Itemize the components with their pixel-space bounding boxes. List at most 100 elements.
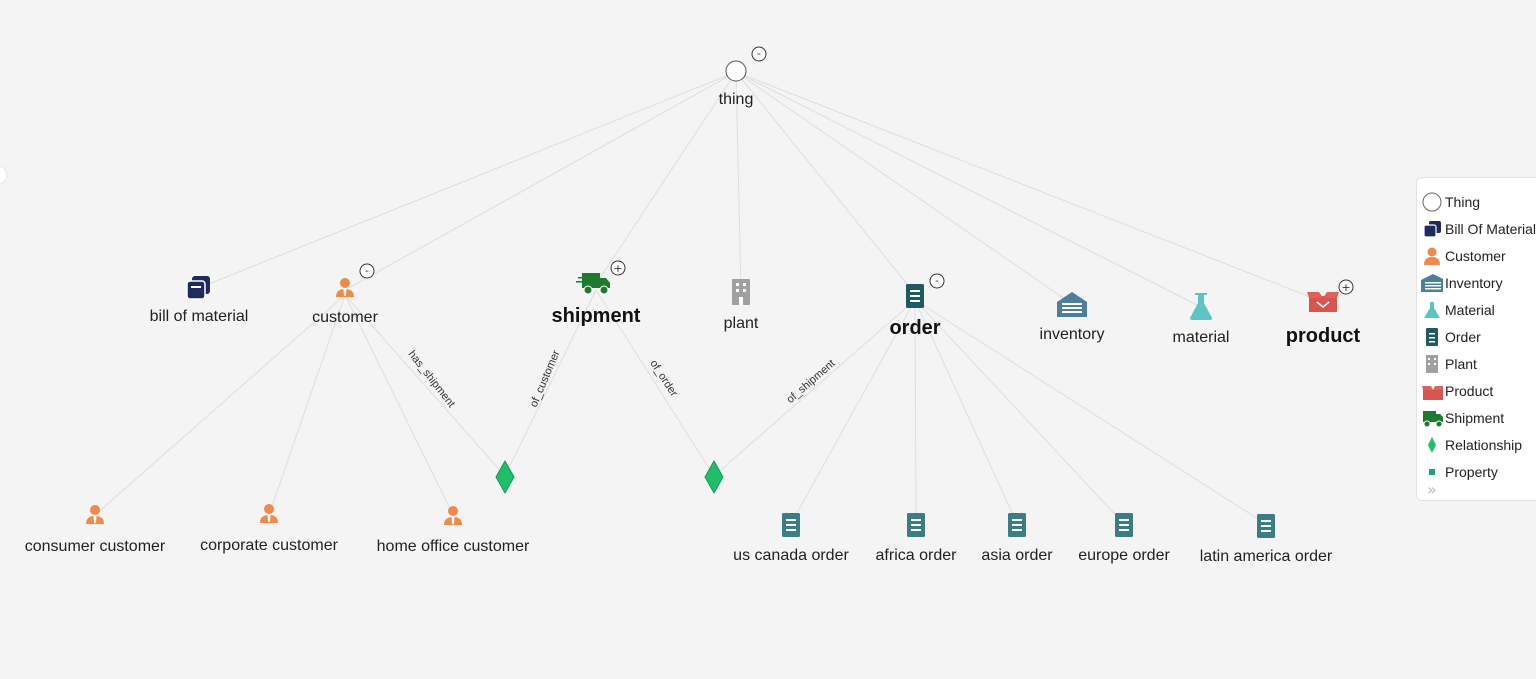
customer-icon (260, 504, 278, 523)
node-inventory[interactable]: inventory (1040, 292, 1105, 343)
order-icon (1008, 513, 1026, 537)
legend-item-customer[interactable]: Customer (1417, 242, 1536, 269)
customer-icon (86, 505, 104, 524)
edge-of-shipment (713, 299, 916, 477)
node-label-order: order (889, 317, 940, 339)
property-square-icon (1421, 461, 1443, 483)
inventory-icon (1057, 292, 1087, 317)
legend-label: Plant (1445, 355, 1477, 372)
node-africa-order[interactable]: africa order (876, 513, 958, 564)
node-order[interactable]: order (889, 284, 941, 339)
edge-thing-inventory (735, 71, 1073, 305)
edge-order-latam (914, 299, 1267, 525)
node-label-us-canada-order: us canada order (733, 547, 849, 564)
product-expand-toggle[interactable]: + (1338, 279, 1354, 295)
legend-label: Bill Of Material (1445, 220, 1536, 237)
thing-collapse-toggle[interactable]: - (751, 46, 767, 62)
node-bill-of-material[interactable]: bill of material (150, 276, 249, 325)
thing-circle-icon (1421, 191, 1443, 213)
node-label-asia-order: asia order (981, 547, 1053, 564)
node-latin-america-order[interactable]: latin america order (1200, 514, 1333, 565)
node-europe-order[interactable]: europe order (1078, 513, 1170, 564)
node-consumer-customer[interactable]: consumer customer (25, 505, 166, 555)
node-label-europe-order: europe order (1078, 547, 1170, 564)
edge-customer-consumer (94, 294, 346, 516)
node-corporate-customer[interactable]: corporate customer (200, 504, 339, 554)
legend-item-property[interactable]: Property (1417, 458, 1536, 485)
node-asia-order[interactable]: asia order (981, 513, 1053, 564)
material-flask-icon (1421, 299, 1443, 321)
node-label-africa-order: africa order (876, 547, 958, 564)
order-collapse-toggle[interactable]: - (929, 273, 945, 289)
legend-item-relationship[interactable]: Relationship (1417, 431, 1536, 458)
relationship-diamond-icon[interactable] (495, 460, 515, 494)
legend-item-bill-of-material[interactable]: Bill Of Material (1417, 215, 1536, 242)
legend-panel: Thing Bill Of Material Customer Inventor… (1416, 177, 1536, 501)
node-label-corporate-customer: corporate customer (200, 537, 339, 554)
relationship-diamond-icon (1421, 434, 1443, 456)
side-panel-handle[interactable] (0, 166, 6, 184)
node-label-latin-america-order: latin america order (1200, 548, 1333, 565)
edge-thing-plant (735, 71, 742, 293)
edge-of-order (595, 289, 715, 477)
legend-label: Shipment (1445, 409, 1505, 426)
edge-has-shipment (344, 294, 506, 477)
material-flask-icon (1190, 293, 1212, 320)
node-shipment[interactable]: shipment (552, 273, 641, 327)
edge-order-uscanada (790, 299, 916, 525)
node-label-thing: thing (719, 91, 754, 108)
legend-item-plant[interactable]: Plant (1417, 350, 1536, 377)
edge-customer-corporate (268, 294, 346, 516)
node-home-office-customer[interactable]: home office customer (377, 506, 530, 555)
bill-of-material-icon (1421, 218, 1443, 240)
legend-item-thing[interactable]: Thing (1417, 188, 1536, 215)
legend-item-inventory[interactable]: Inventory (1417, 269, 1536, 296)
edge-of-customer (504, 289, 597, 477)
edge-order-asia (914, 299, 1018, 525)
node-label-bill-of-material: bill of material (150, 308, 249, 325)
order-icon (782, 513, 800, 537)
bill-of-material-icon (186, 276, 210, 300)
customer-collapse-toggle[interactable]: - (359, 263, 375, 279)
node-customer[interactable]: customer (312, 278, 379, 326)
legend-label: Relationship (1445, 436, 1523, 453)
customer-icon (336, 278, 354, 297)
edge-thing-material (735, 71, 1202, 308)
thing-circle-icon (725, 60, 747, 82)
legend-item-shipment[interactable]: Shipment (1417, 404, 1536, 431)
expand-icon: + (613, 262, 622, 275)
node-label-product: product (1286, 325, 1361, 347)
node-us-canada-order[interactable]: us canada order (733, 513, 849, 564)
legend-collapse-icon[interactable]: » (1427, 480, 1437, 499)
legend-item-product[interactable]: Product (1417, 377, 1536, 404)
node-thing[interactable]: thing (719, 60, 754, 108)
edge-label-has-shipment: has_shipment (406, 348, 458, 409)
node-label-shipment: shipment (552, 305, 641, 327)
customer-icon (444, 506, 462, 525)
collapse-icon: - (935, 274, 939, 287)
legend-label: Inventory (1445, 274, 1503, 291)
inventory-icon (1421, 272, 1443, 294)
order-icon (907, 513, 925, 537)
edge-customer-homeoffice (344, 294, 454, 516)
node-material[interactable]: material (1173, 293, 1230, 346)
node-product[interactable]: product (1286, 292, 1361, 347)
node-label-material: material (1173, 329, 1230, 346)
legend-label: Order (1445, 328, 1481, 345)
customer-icon (1421, 245, 1443, 267)
edge-thing-shipment (595, 71, 737, 285)
node-label-inventory: inventory (1040, 326, 1105, 343)
order-icon (906, 284, 924, 308)
shipment-expand-toggle[interactable]: + (610, 260, 626, 276)
expand-icon: + (1341, 281, 1350, 294)
legend-label: Product (1445, 382, 1494, 399)
legend-item-material[interactable]: Material (1417, 296, 1536, 323)
edge-thing-customer (344, 71, 737, 291)
legend-item-order[interactable]: Order (1417, 323, 1536, 350)
product-box-icon (1421, 380, 1443, 402)
plant-building-icon (1421, 353, 1443, 375)
edge-thing-bom (198, 71, 737, 289)
edge-order-europe (914, 299, 1125, 525)
node-plant[interactable]: plant (724, 279, 759, 332)
